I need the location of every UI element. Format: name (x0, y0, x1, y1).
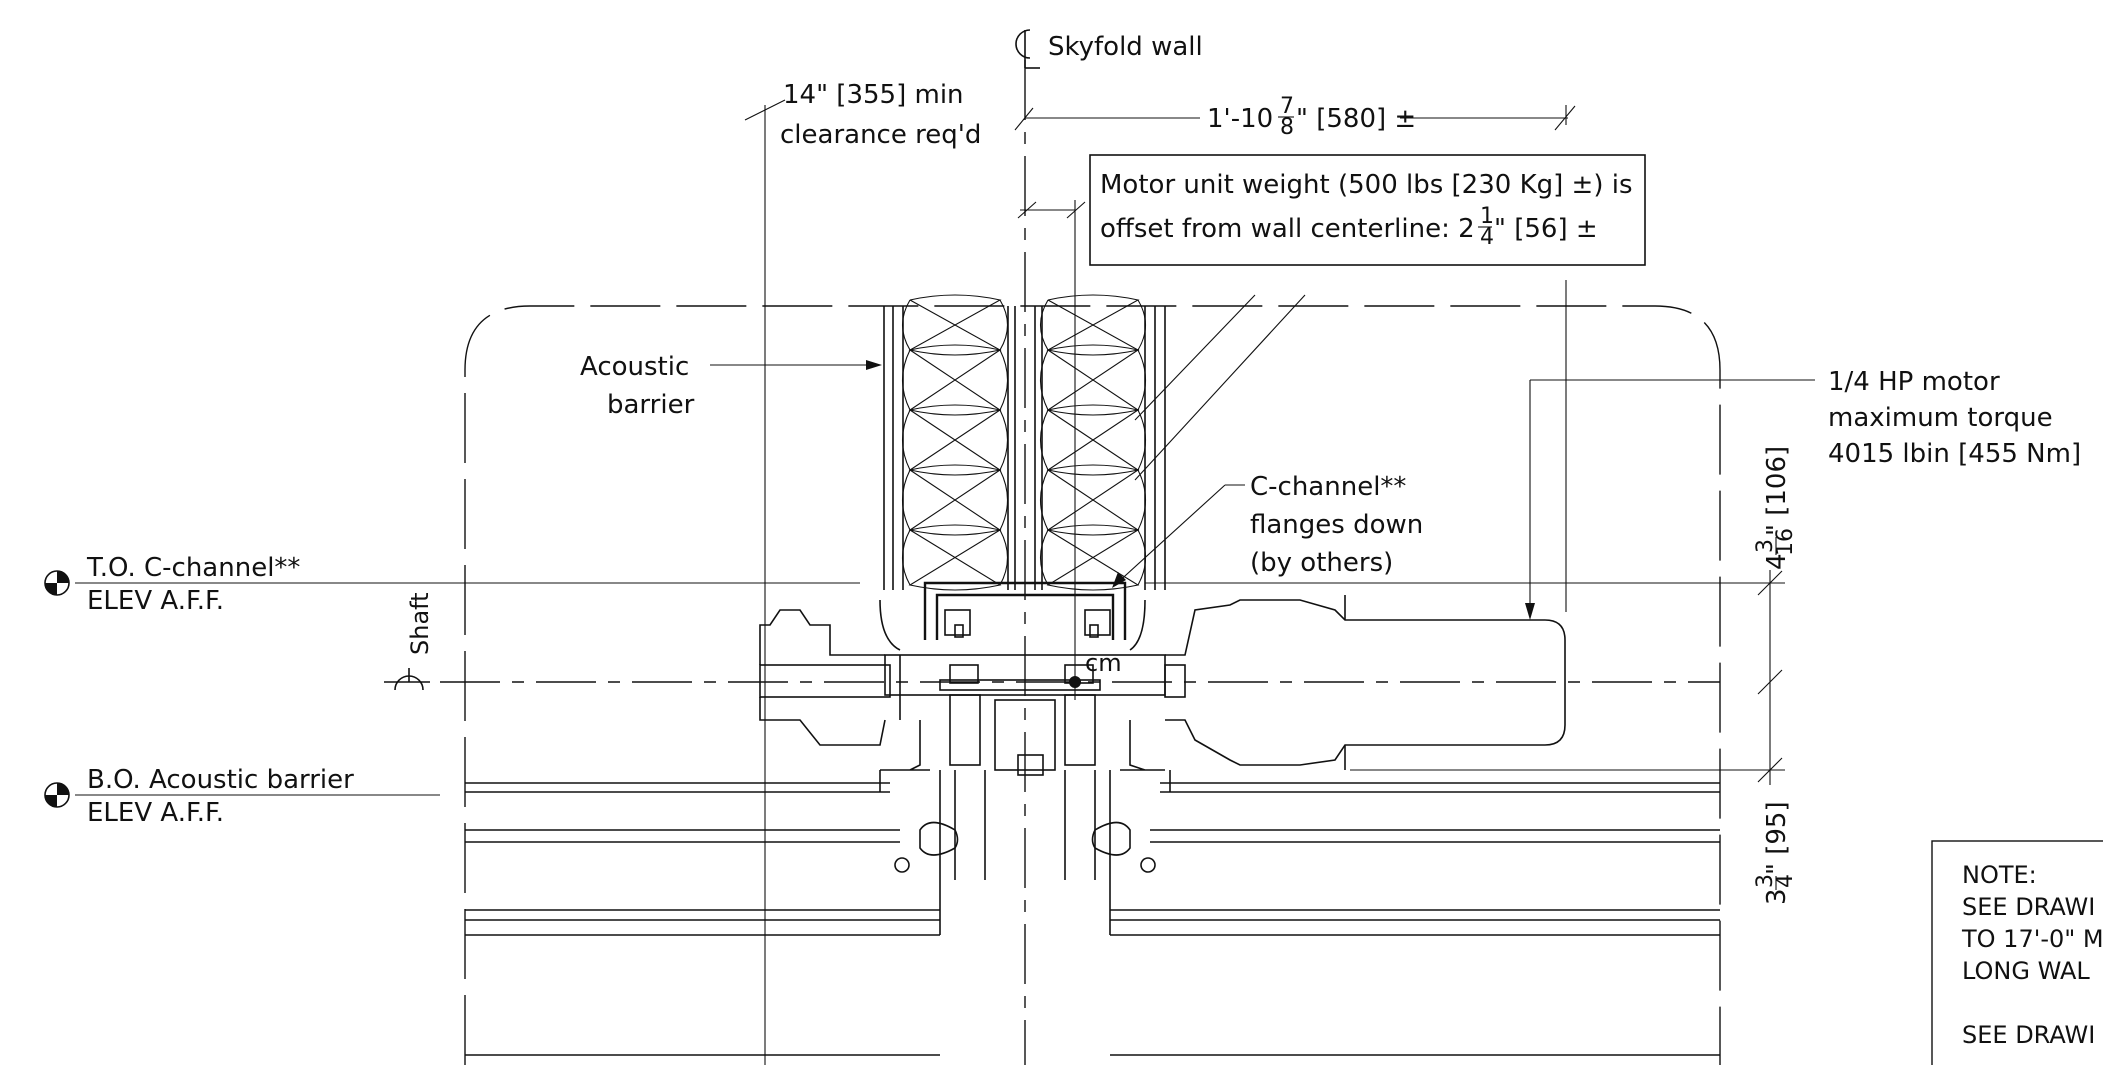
motor-housing-outline (464, 305, 1721, 1065)
elevation-marker-to-cchannel (44, 570, 860, 596)
motor-label-line1: 1/4 HP motor (1828, 367, 2000, 397)
acoustic-leader (710, 360, 882, 370)
to-cchannel-label-line1: T.O. C-channel** (86, 553, 300, 583)
note-line4: SEE DRAWI (1962, 1021, 2095, 1049)
svg-text:3: 3 (1762, 888, 1792, 905)
gearbox-left-inner (879, 599, 930, 771)
mounting-plate (759, 654, 1186, 776)
svg-text:7: 7 (1280, 94, 1294, 119)
cchannel-label-line2: flanges down (1250, 510, 1423, 540)
elevation-marker-bo-acoustic (44, 782, 440, 808)
cchannel-leader (1112, 484, 1245, 588)
motor-label-line2: maximum torque (1828, 403, 2053, 433)
motor-leader (1525, 280, 1815, 620)
note-line2: TO 17'-0" M (1961, 925, 2103, 953)
clearance-label-line1: 14" [355] min (783, 80, 964, 110)
acoustic-barrier (883, 294, 1166, 591)
offset-tick-left (1017, 201, 1037, 219)
panel-right (1064, 770, 1720, 1056)
motor-body (1165, 599, 1566, 766)
clearance-tick-right (1014, 107, 1034, 131)
cm-label: cm (1085, 649, 1122, 677)
acoustic-label-line1: Acoustic (580, 352, 689, 382)
cchannel-label-line3: (by others) (1250, 548, 1393, 578)
svg-text:4: 4 (1773, 874, 1798, 888)
note-title: NOTE: (1962, 861, 2037, 889)
svg-text:3: 3 (1753, 874, 1778, 888)
gearbox-left (759, 609, 886, 746)
acoustic-label-line2: barrier (607, 390, 695, 420)
motor-body-inner (1120, 599, 1165, 771)
c-channel (923, 581, 1127, 640)
motor-label-line3: 4015 lbin [455 Nm] (1828, 439, 2081, 469)
panel-left (465, 770, 986, 1056)
cchannel-label-line1: C-channel** (1250, 472, 1406, 502)
svg-text:" [56] ±: " [56] ± (1494, 214, 1598, 244)
svg-text:" [106]: " [106] (1762, 446, 1792, 536)
clearance-label-line2: clearance req'd (780, 120, 981, 150)
svg-text:offset from wall centerline: 2: offset from wall centerline: 2 (1100, 214, 1475, 244)
svg-text:" [580] ±: " [580] ± (1296, 104, 1416, 134)
svg-text:16: 16 (1773, 528, 1798, 556)
right-dimensions (1145, 570, 1785, 785)
svg-text:8: 8 (1280, 115, 1294, 140)
to-cchannel-label-line2: ELEV A.F.F. (87, 586, 224, 616)
note-box (1931, 840, 2103, 1065)
insulation-leaders (1134, 294, 1306, 481)
svg-text:1: 1 (1480, 204, 1494, 229)
note-line3: LONG WAL (1962, 957, 2090, 985)
centerline-symbol-top (1015, 29, 1040, 69)
clearance-tick-left (744, 99, 786, 121)
bo-acoustic-label-line2: ELEV A.F.F. (87, 798, 224, 828)
note-line1: SEE DRAWI (1962, 893, 2095, 921)
center-of-mass-marker (1069, 676, 1081, 688)
svg-text:3: 3 (1753, 539, 1778, 553)
svg-text:4: 4 (1480, 225, 1494, 250)
centerline-symbol-shaft (384, 668, 430, 691)
motor-weight-line2: offset from wall centerline: 2 1 4 " [56… (1100, 204, 1598, 250)
dim-580-tick-right (1554, 105, 1576, 131)
motor-weight-box (1089, 154, 1646, 266)
dim-95-label: 3 3 4 " [95] (1753, 801, 1798, 905)
svg-text:1'-10: 1'-10 (1207, 104, 1273, 134)
motor-weight-line1: Motor unit weight (500 lbs [230 Kg] ±) i… (1100, 170, 1633, 200)
dim-580-label: 1'-10 7 8 " [580] ± (1207, 94, 1416, 140)
offset-tick-right (1066, 201, 1086, 219)
svg-text:4: 4 (1762, 553, 1792, 570)
bo-acoustic-label-line1: B.O. Acoustic barrier (87, 765, 354, 795)
skyfold-wall-label: Skyfold wall (1048, 32, 1203, 62)
dim-106-label: 4 3 16 " [106] (1753, 446, 1798, 570)
svg-text:" [95]: " [95] (1762, 801, 1792, 875)
shaft-label: Shaft (406, 592, 434, 655)
